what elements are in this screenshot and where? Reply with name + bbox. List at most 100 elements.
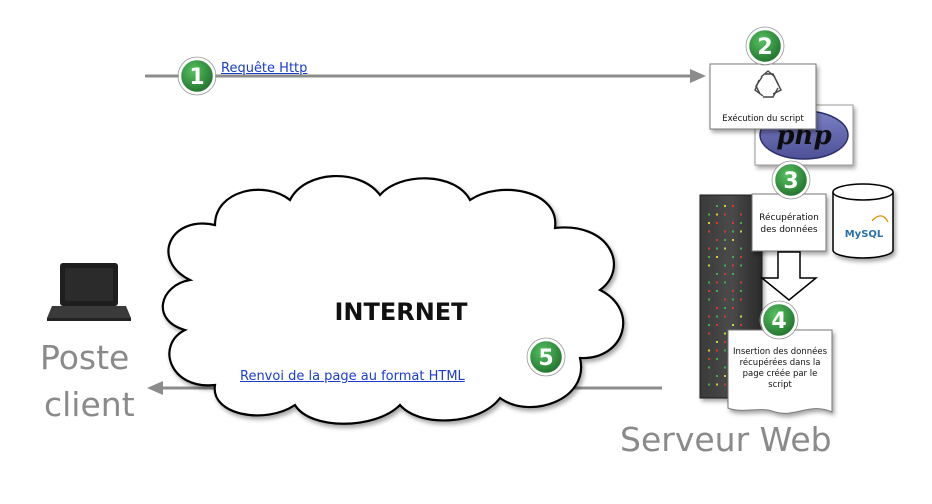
server-led [732,273,734,275]
server-led [724,264,726,267]
server-led [708,315,710,318]
server-led [740,213,742,216]
server-led [724,375,726,377]
server-led [716,290,718,292]
server-led [740,247,742,250]
mysql-database-icon: MySQL [832,183,894,259]
internet-label: INTERNET [334,298,468,326]
server-led [724,213,726,216]
server-led [732,307,734,309]
server-led [740,324,742,326]
server-label: Serveur Web [620,420,832,459]
server-led [708,264,710,267]
server-led [740,315,742,318]
server-led [724,239,726,241]
server-led [724,341,726,343]
server-led [716,307,718,309]
server-led [724,349,726,352]
server-led [708,324,710,326]
server-led [716,273,718,275]
server-led [716,383,718,386]
internet-cloud [161,175,625,425]
step3-line-2: des données [760,224,818,235]
server-led [708,247,710,250]
client-label-line-1: Poste [40,338,130,377]
step4-line-4: script [768,380,792,390]
server-led [708,213,710,216]
step-badge-4: 4 [759,300,799,340]
server-led [724,205,726,207]
step-badge-3: 3 [771,160,811,200]
client-label-line-2: client [44,385,135,424]
step-badge-5-number: 5 [538,346,553,371]
page-document: Insertion des données récupérées dans la… [727,329,833,414]
request-arrow [145,69,706,83]
laptop-icon [47,263,131,321]
server-led [724,247,726,250]
step2-label: Exécution du script [722,113,804,124]
server-led [732,256,734,258]
server-led [732,264,734,267]
server-led [716,247,718,250]
server-led [740,264,742,267]
server-led [740,256,742,258]
server-led [708,256,710,258]
server-led [708,230,710,233]
server-led [724,315,726,318]
server-led [716,349,718,352]
server-led [724,230,726,233]
server-led [708,349,710,352]
server-led [708,366,710,369]
step-badge-1-number: 1 [189,65,204,90]
server-led [708,383,710,386]
script-document: Exécution du script [709,63,817,130]
server-led [732,205,734,207]
server-led [708,281,710,284]
server-led [732,222,734,224]
server-led [724,281,726,284]
server-led [708,222,710,224]
server-led [716,315,718,318]
server-led [716,239,718,241]
server-led [724,307,726,309]
server-led [732,298,734,301]
server-led [740,298,742,301]
recycle-icon [754,70,782,98]
server-led [724,332,726,335]
server-led [716,375,718,377]
server-led [716,213,718,216]
down-arrow [759,251,819,301]
step4-line-3: page créée par le [743,368,818,379]
step-badge-5: 5 [526,337,566,377]
server-led [708,298,710,301]
step-badge-2: 2 [745,26,785,66]
server-led [740,230,742,233]
server-led [716,222,718,224]
server-led [708,358,710,360]
server-led [716,256,718,258]
mysql-logo-text: MySQL [845,229,884,240]
server-led [740,281,742,284]
server-led [732,290,734,292]
server-led [716,358,718,360]
data-document: Récupération des données [751,193,827,252]
server-led [732,230,734,233]
step4-line-2: récupérées dans la [740,357,821,368]
step1-label: Requête Http [221,61,308,76]
step4-line-1: Insertion des données [733,346,828,357]
server-led [708,332,710,335]
step-badge-2-number: 2 [757,35,772,60]
step-badge-4-number: 4 [771,309,786,334]
step-badge-3-number: 3 [783,169,798,194]
server-led [732,239,734,241]
server-led [740,290,742,292]
server-led [708,290,710,292]
server-led [724,383,726,386]
step-badge-1: 1 [177,56,217,96]
server-led [740,222,742,224]
server-led [716,205,718,207]
server-led [716,281,718,284]
server-led [724,366,726,369]
step3-line-1: Récupération [759,212,819,223]
